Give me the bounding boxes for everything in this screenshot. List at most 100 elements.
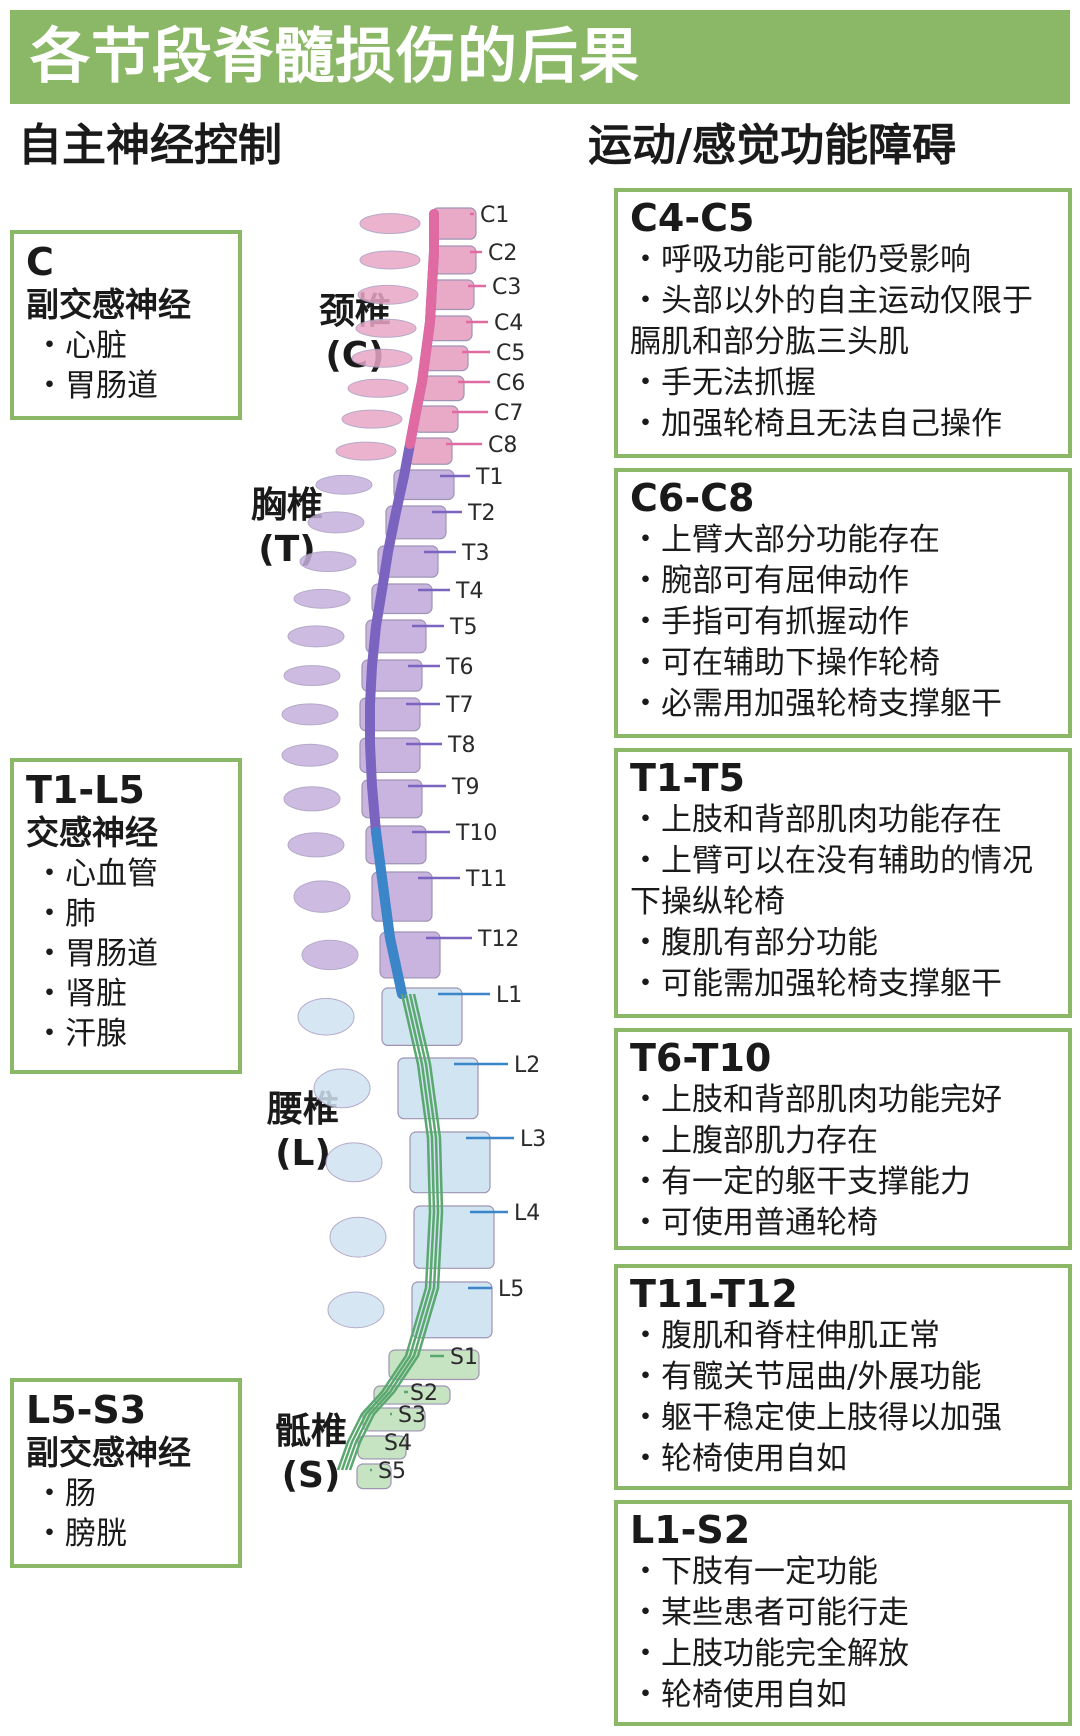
segment-label-s2: S2 xyxy=(410,1381,438,1406)
box-code: L1-S2 xyxy=(630,1508,751,1552)
spinous-process xyxy=(355,318,417,338)
box-item: ・上腹部肌力存在 xyxy=(630,1123,878,1159)
box-item: ・躯干稳定使上肢得以加强 xyxy=(630,1400,1002,1436)
right-column-heading: 运动/感觉功能障碍 xyxy=(588,120,957,171)
spinous-process xyxy=(351,348,413,368)
spinous-process xyxy=(299,551,357,573)
spinous-process xyxy=(329,1216,387,1258)
vertebral-body xyxy=(373,1385,451,1405)
box-subtitle: 副交感神经 xyxy=(26,1433,191,1472)
box-code: T11-T12 xyxy=(630,1272,798,1316)
box-item: ・胃肠道 xyxy=(34,936,158,972)
spinous-process xyxy=(293,588,351,609)
segment-label-t6: T6 xyxy=(445,655,473,680)
vertebral-body xyxy=(413,1205,495,1269)
box-item: ・心血管 xyxy=(34,856,158,892)
box-code: T1-L5 xyxy=(26,768,145,812)
vertebral-body xyxy=(371,583,433,615)
spinous-process xyxy=(301,939,359,971)
box-item: ・手指可有抓握动作 xyxy=(630,604,909,640)
spinous-process xyxy=(341,409,403,429)
segment-label-t8: T8 xyxy=(447,733,475,758)
box-item: ・腕部可有屈伸动作 xyxy=(630,563,909,599)
segment-label-t3: T3 xyxy=(461,541,489,566)
left-box-t1-l5: T1-L5 交感神经 ・心血管 ・肺 ・胃肠道 ・肾脏 ・汗腺 xyxy=(10,758,242,1074)
box-item: ・轮椅使用自如 xyxy=(630,1677,847,1713)
spinous-process xyxy=(315,474,373,495)
spinous-process xyxy=(357,284,419,305)
box-item: ・腹肌和脊柱伸肌正常 xyxy=(630,1318,940,1354)
spinous-process xyxy=(287,625,345,648)
box-item: ・胃肠道 xyxy=(34,368,158,404)
spinous-process xyxy=(281,743,339,767)
vertebral-body xyxy=(381,987,463,1047)
box-item: ・心脏 xyxy=(34,328,127,364)
spinous-process xyxy=(325,1142,383,1183)
right-box-t1-t5: T1-T5 ・上肢和背部肌肉功能存在 ・上臂可以在没有辅助的情况下操纵轮椅 ・腹… xyxy=(614,748,1072,1018)
box-item: ・上臂可以在没有辅助的情况下操纵轮椅 xyxy=(630,843,1033,920)
box-item: ・下肢有一定功能 xyxy=(630,1554,878,1590)
cauda-equina-strand xyxy=(344,993,440,1471)
left-column-heading: 自主神经控制 xyxy=(18,120,282,171)
box-code: C6-C8 xyxy=(630,476,755,520)
spinous-process xyxy=(327,1291,385,1329)
region-abbr: (L) xyxy=(275,1133,331,1174)
box-item: ・可能需加强轮椅支撑躯干 xyxy=(630,966,1002,1002)
box-item: ・汗腺 xyxy=(34,1016,127,1052)
vertebral-body xyxy=(388,1349,480,1381)
box-item: ・肾脏 xyxy=(34,976,127,1012)
left-box-l5-s3: L5-S3 副交感神经 ・肠 ・膀胱 xyxy=(10,1378,242,1568)
segment-label-t10: T10 xyxy=(455,821,497,846)
spinal-cord-cervical xyxy=(405,209,439,449)
spinous-process xyxy=(347,378,409,398)
box-item: ・膀胱 xyxy=(34,1516,127,1552)
box-item: ・某些患者可能行走 xyxy=(630,1595,909,1631)
segment-label-s5: S5 xyxy=(378,1459,406,1484)
spinous-process xyxy=(283,786,341,812)
spinous-process xyxy=(281,703,339,726)
left-box-c: C 副交感神经 ・心脏 ・胃肠道 xyxy=(10,230,242,420)
segment-label-t1: T1 xyxy=(475,465,503,490)
box-code: T6-T10 xyxy=(630,1036,772,1080)
box-code: C xyxy=(26,240,54,284)
box-item: ・肠 xyxy=(34,1476,96,1512)
segment-label-s3: S3 xyxy=(398,1403,426,1428)
box-item: ・可使用普通轮椅 xyxy=(630,1205,878,1241)
spinous-process xyxy=(283,665,341,687)
box-item: ・有一定的躯干支撑能力 xyxy=(630,1164,971,1200)
segment-label-c4: C4 xyxy=(494,311,523,336)
segment-label-t11: T11 xyxy=(465,867,507,892)
box-code: L5-S3 xyxy=(26,1388,147,1432)
segment-label-c1: C1 xyxy=(480,203,509,228)
segment-label-t2: T2 xyxy=(467,501,495,526)
vertebral-body xyxy=(385,505,447,540)
segment-label-s4: S4 xyxy=(384,1431,412,1456)
box-item: ・呼吸功能可能仍受影响 xyxy=(630,242,971,278)
spinous-process xyxy=(313,1068,371,1109)
spinous-process xyxy=(287,832,345,858)
vertebral-body xyxy=(409,1131,491,1194)
box-item: ・加强轮椅且无法自己操作 xyxy=(630,406,1002,442)
box-item: ・肺 xyxy=(34,896,96,932)
box-item: ・手无法抓握 xyxy=(630,365,816,401)
box-item: ・头部以外的自主运动仅限于膈肌和部分肱三头肌 xyxy=(630,283,1033,360)
segment-label-c3: C3 xyxy=(492,275,521,300)
box-item: ・轮椅使用自如 xyxy=(630,1441,847,1477)
box-item: ・有髋关节屈曲/外展功能 xyxy=(630,1359,982,1395)
box-item: ・上肢和背部肌肉功能存在 xyxy=(630,802,1002,838)
segment-label-t5: T5 xyxy=(449,615,477,640)
spinous-process xyxy=(293,880,351,913)
vertebral-body xyxy=(397,1057,479,1120)
cauda-equina-strand xyxy=(336,993,432,1471)
box-item: ・上肢功能完全解放 xyxy=(630,1636,909,1672)
box-subtitle: 交感神经 xyxy=(26,813,158,852)
segment-label-c2: C2 xyxy=(488,241,517,266)
region-label-lumbar: 腰椎 (L) xyxy=(248,1088,358,1176)
box-item: ・可在辅助下操作轮椅 xyxy=(630,645,940,681)
box-code: T1-T5 xyxy=(630,756,745,800)
segment-label-s1: S1 xyxy=(450,1345,478,1370)
box-item: ・必需用加强轮椅支撑躯干 xyxy=(630,686,1002,722)
right-box-t6-t10: T6-T10 ・上肢和背部肌肉功能完好 ・上腹部肌力存在 ・有一定的躯干支撑能力… xyxy=(614,1028,1072,1250)
box-item: ・上臂大部分功能存在 xyxy=(630,522,940,558)
right-box-c4-c5: C4-C5 ・呼吸功能可能仍受影响 ・头部以外的自主运动仅限于膈肌和部分肱三头肌… xyxy=(614,188,1072,458)
